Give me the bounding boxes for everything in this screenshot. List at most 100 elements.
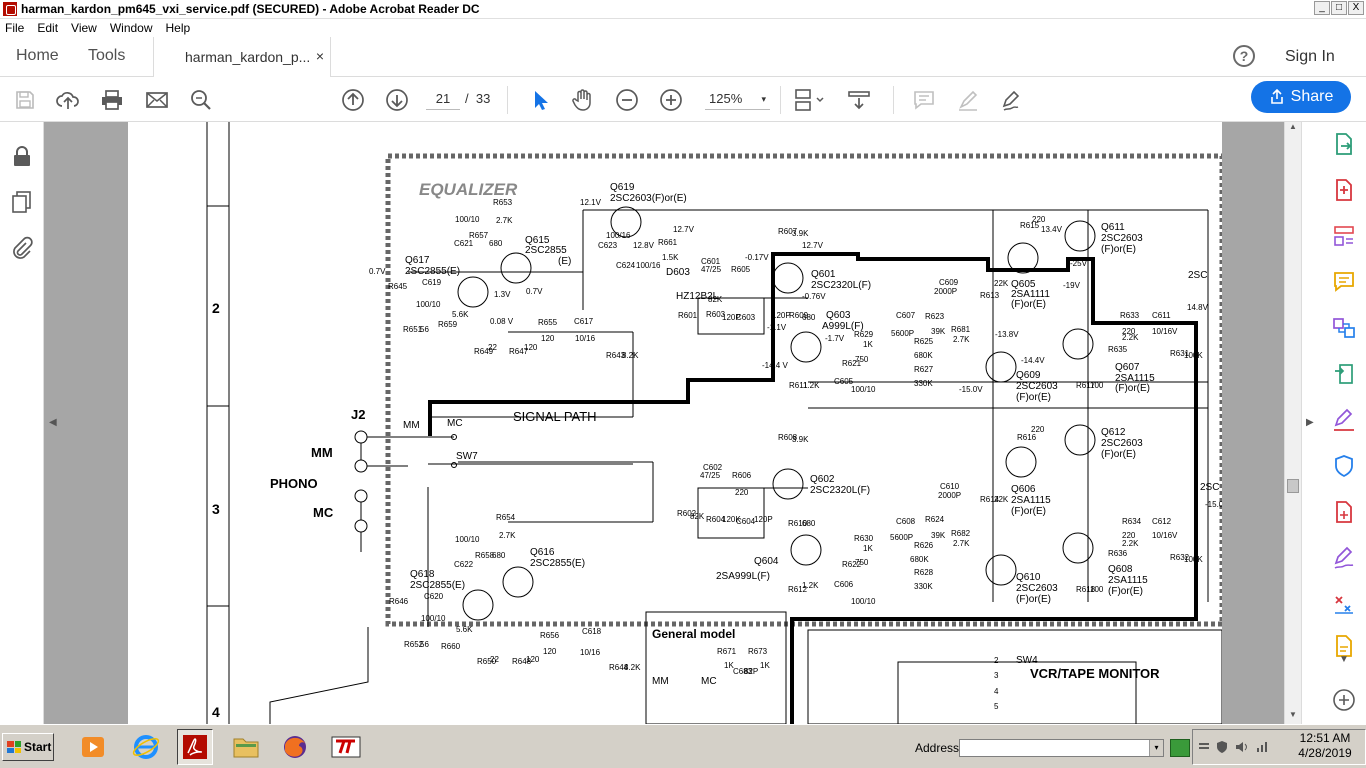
file-explorer-icon[interactable] [228,729,264,765]
menu-help[interactable]: Help [165,21,191,35]
scroll-down-icon[interactable]: ▼ [1289,710,1297,719]
toolbar-divider [780,86,781,114]
chevron-down-icon[interactable]: ▾ [1149,740,1163,756]
internet-explorer-icon[interactable] [128,729,164,765]
close-window-button[interactable]: X [1348,1,1364,15]
zoom-out-icon[interactable] [614,87,640,113]
lock-icon[interactable] [10,144,34,168]
voltage-marker: 12.7V [802,241,824,250]
network-icon[interactable] [1198,740,1210,754]
firefox-icon[interactable] [277,729,313,765]
hand-tool-icon[interactable] [570,87,596,113]
fill-sign-icon[interactable] [1332,408,1356,432]
previous-page-icon[interactable] [340,87,366,113]
right-tools-pane: ▶ ▼ [1301,122,1366,724]
more-tools-icon[interactable] [1332,634,1356,658]
share-button[interactable]: Share [1251,81,1351,113]
q617-label: Q617 [405,255,430,266]
start-button[interactable]: Start [2,733,54,761]
volume-icon[interactable] [1235,740,1249,754]
address-input[interactable]: ▾ [959,739,1164,757]
zoom-in-icon[interactable] [658,87,684,113]
edit-pdf-icon[interactable] [1332,224,1356,248]
select-cursor-icon[interactable] [527,87,553,113]
collapse-left-pane-icon[interactable]: ◀ [49,417,57,428]
page-display-icon[interactable] [792,87,828,113]
system-clock[interactable]: 12:51 AM 4/28/2019 [1290,731,1360,761]
r658-value: 680 [492,551,506,560]
r615-label: R615 [1020,221,1040,230]
menu-window[interactable]: Window [109,21,153,35]
minimize-button[interactable]: _ [1314,1,1330,15]
export-file-icon[interactable] [1332,500,1356,524]
r602-label: R602 [677,509,697,518]
cloud-upload-icon[interactable] [55,87,81,113]
maximize-button[interactable]: □ [1331,1,1347,15]
tab-home[interactable]: Home [16,47,59,64]
q619-label: Q619 [610,182,635,193]
r627-label: R627 [914,365,934,374]
menu-edit[interactable]: Edit [37,21,59,35]
zoom-select[interactable]: 125% ▾ [705,88,770,110]
menu-file[interactable]: File [5,21,25,35]
c617-label: C617 [574,317,594,326]
sign-in-link[interactable]: Sign In [1285,48,1335,65]
clock-time: 12:51 AM [1299,731,1351,745]
comment-icon[interactable] [911,87,937,113]
tab-document[interactable]: harman_kardon_p... × [153,37,331,77]
r657-value: 680 [489,239,503,248]
redact-icon[interactable] [1332,592,1356,616]
r614-value: 22K [994,495,1009,504]
go-button[interactable] [1170,739,1190,757]
r651-value: 56 [420,325,429,334]
chevron-down-icon[interactable]: ▼ [1339,654,1349,665]
scrollbar-thumb[interactable] [1287,479,1299,493]
toolbar-divider [507,86,508,114]
protect-icon[interactable] [1332,454,1356,478]
window-title-bar: harman_kardon_pm645_vxi_service.pdf (SEC… [0,0,1366,19]
r653-value: 2.7K [496,216,513,225]
customize-tools-icon[interactable] [1332,688,1356,712]
tab-tools[interactable]: Tools [88,47,126,64]
email-icon[interactable] [144,87,170,113]
collapse-right-pane-icon[interactable]: ▶ [1306,417,1314,428]
q610-type: 2SC2603 [1016,583,1058,594]
q618-label: Q618 [410,569,435,580]
close-tab-icon[interactable]: × [315,48,324,64]
attachment-icon[interactable] [10,236,34,260]
menu-view[interactable]: View [71,21,97,35]
tab-document-label: harman_kardon_p... [185,49,311,65]
next-page-icon[interactable] [384,87,410,113]
save-icon[interactable] [12,87,38,113]
export-pdf-icon[interactable] [1332,132,1356,156]
voltage-marker: -1.1V [767,323,787,332]
vertical-scrollbar[interactable]: ▲ ▼ [1284,122,1301,724]
help-icon[interactable]: ? [1233,45,1255,67]
search-icon[interactable] [188,87,214,113]
app-logo-icon[interactable] [328,729,364,765]
c606-value: 100/10 [851,597,876,606]
send-for-signature-icon[interactable] [1332,546,1356,570]
sign-pen-icon[interactable] [999,87,1025,113]
scroll-up-icon[interactable]: ▲ [1289,122,1297,131]
create-pdf-icon[interactable] [1332,178,1356,202]
voltage-marker: 14.8V [1187,303,1209,312]
security-icon[interactable] [1215,740,1229,754]
current-page-input[interactable]: 21 [426,88,460,110]
print-icon[interactable] [99,87,125,113]
q615-type: 2SC2855 [525,245,567,256]
r645-label: R645 [388,282,408,291]
comment-tool-icon[interactable] [1332,270,1356,294]
c610-label: C610 [940,482,960,491]
pages-thumbnail-icon[interactable] [10,190,34,214]
acrobat-reader-taskbar-icon[interactable] [177,729,213,765]
mc-label: MC [313,505,334,520]
media-player-icon[interactable] [75,729,111,765]
r618-value: 100 [1090,585,1104,594]
highlight-icon[interactable] [955,87,981,113]
combine-files-icon[interactable] [1332,316,1356,340]
document-viewport[interactable]: ◀ [44,122,1284,724]
scroll-mode-icon[interactable] [846,87,872,113]
signal-icon[interactable] [1255,740,1271,754]
organize-pages-icon[interactable] [1332,362,1356,386]
